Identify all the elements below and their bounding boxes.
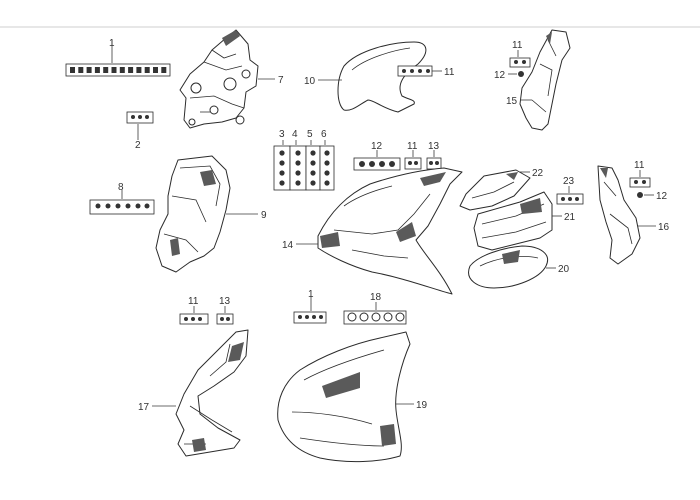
callout-3: 3 [279, 129, 285, 140]
callout-12a: 12 [494, 70, 506, 81]
part-16-side-cover[interactable] [597, 165, 656, 265]
callout-18: 18 [370, 292, 382, 303]
callout-2: 2 [135, 140, 141, 151]
part-11-screws-e[interactable] [179, 306, 209, 325]
fastener-glyph [324, 180, 330, 186]
part-11-screws-a[interactable] [397, 65, 442, 77]
callout-10: 10 [304, 76, 316, 87]
callout-6: 6 [321, 129, 327, 140]
fastener-glyph [103, 67, 109, 73]
part-18-grommets[interactable] [343, 302, 407, 325]
callout-11c: 11 [407, 141, 418, 152]
fastener-glyph [279, 180, 285, 186]
part-1-fastener-strip[interactable] [65, 40, 171, 77]
fastener-glyph [324, 150, 330, 156]
fastener-glyph [161, 67, 167, 73]
fastener-glyph [128, 67, 134, 73]
part-15-side-cover[interactable] [519, 29, 571, 131]
callout-4: 4 [292, 129, 298, 140]
callout-11e: 11 [188, 296, 199, 307]
fastener-glyph [86, 67, 92, 73]
fastener-glyph [324, 160, 330, 166]
fastener-glyph [136, 67, 142, 73]
callout-13b: 13 [219, 296, 231, 307]
callout-9: 9 [261, 210, 267, 221]
part-22-duct-cover[interactable] [459, 169, 531, 211]
callout-11a: 11 [444, 67, 455, 78]
fastener-glyph [295, 180, 301, 186]
part-23-screws[interactable] [556, 186, 584, 205]
callout-12b: 12 [371, 141, 383, 152]
callout-1b: 1 [308, 289, 314, 300]
fastener-glyph [310, 170, 316, 176]
part-14-front-fairing[interactable] [296, 167, 463, 295]
callout-8: 8 [118, 182, 124, 193]
callout-7: 7 [278, 75, 284, 86]
callout-15: 15 [506, 96, 518, 107]
part-17-lower-side-panel[interactable] [152, 329, 249, 457]
fastener-glyph [279, 160, 285, 166]
callout-20: 20 [558, 264, 570, 275]
callout-22: 22 [532, 168, 544, 179]
fastener-glyph [310, 160, 316, 166]
callout-13a: 13 [428, 141, 440, 152]
fastener-glyph [78, 67, 84, 73]
fastener-glyph [324, 170, 330, 176]
part-12-nut-a[interactable] [508, 71, 524, 77]
fastener-glyph [295, 150, 301, 156]
callout-16: 16 [658, 222, 670, 233]
part-1-fastener-strip-b[interactable] [293, 296, 327, 324]
fastener-glyph [279, 150, 285, 156]
fastener-glyph [144, 67, 150, 73]
part-2-clips[interactable] [126, 111, 154, 140]
part-13-clips-b[interactable] [216, 306, 234, 325]
callout-5: 5 [307, 129, 313, 140]
part-20-lower-duct[interactable] [468, 245, 556, 289]
callout-11d: 11 [634, 160, 645, 171]
callout-11b: 11 [512, 40, 523, 51]
fastener-glyph [111, 67, 117, 73]
fastener-glyph [119, 67, 125, 73]
fastener-glyph [153, 67, 158, 73]
fastener-glyph [295, 160, 301, 166]
part-7-mounting-bracket[interactable] [179, 29, 275, 129]
fastener-glyph [310, 150, 316, 156]
part-13-clips-a[interactable] [426, 150, 442, 170]
callout-14: 14 [282, 240, 294, 251]
callout-1: 1 [109, 38, 115, 49]
fastener-glyph [279, 170, 285, 176]
callout-21: 21 [564, 212, 576, 223]
fastener-glyph [295, 170, 301, 176]
fastener-glyph [310, 180, 316, 186]
part-9-inner-panel[interactable] [155, 155, 258, 273]
part-12-nuts-b[interactable] [353, 150, 401, 171]
callout-19: 19 [416, 400, 428, 411]
part-21-air-duct[interactable] [473, 191, 562, 251]
callout-12c: 12 [656, 191, 668, 202]
part-3-to-6-fastener-columns[interactable] [273, 140, 335, 191]
part-12-nut-c[interactable] [637, 192, 654, 198]
part-11-screws-d[interactable] [629, 170, 651, 188]
callout-23: 23 [563, 176, 575, 187]
callout-17: 17 [138, 402, 150, 413]
part-19-lower-fairing[interactable] [277, 331, 414, 463]
part-10-windscreen-panel[interactable] [318, 41, 427, 113]
part-11-screws-c[interactable] [404, 150, 422, 170]
part-8-fasteners[interactable] [89, 190, 155, 215]
part-11-screws-b[interactable] [509, 50, 531, 68]
fastener-glyph [70, 67, 75, 73]
fastener-glyph [94, 67, 100, 73]
